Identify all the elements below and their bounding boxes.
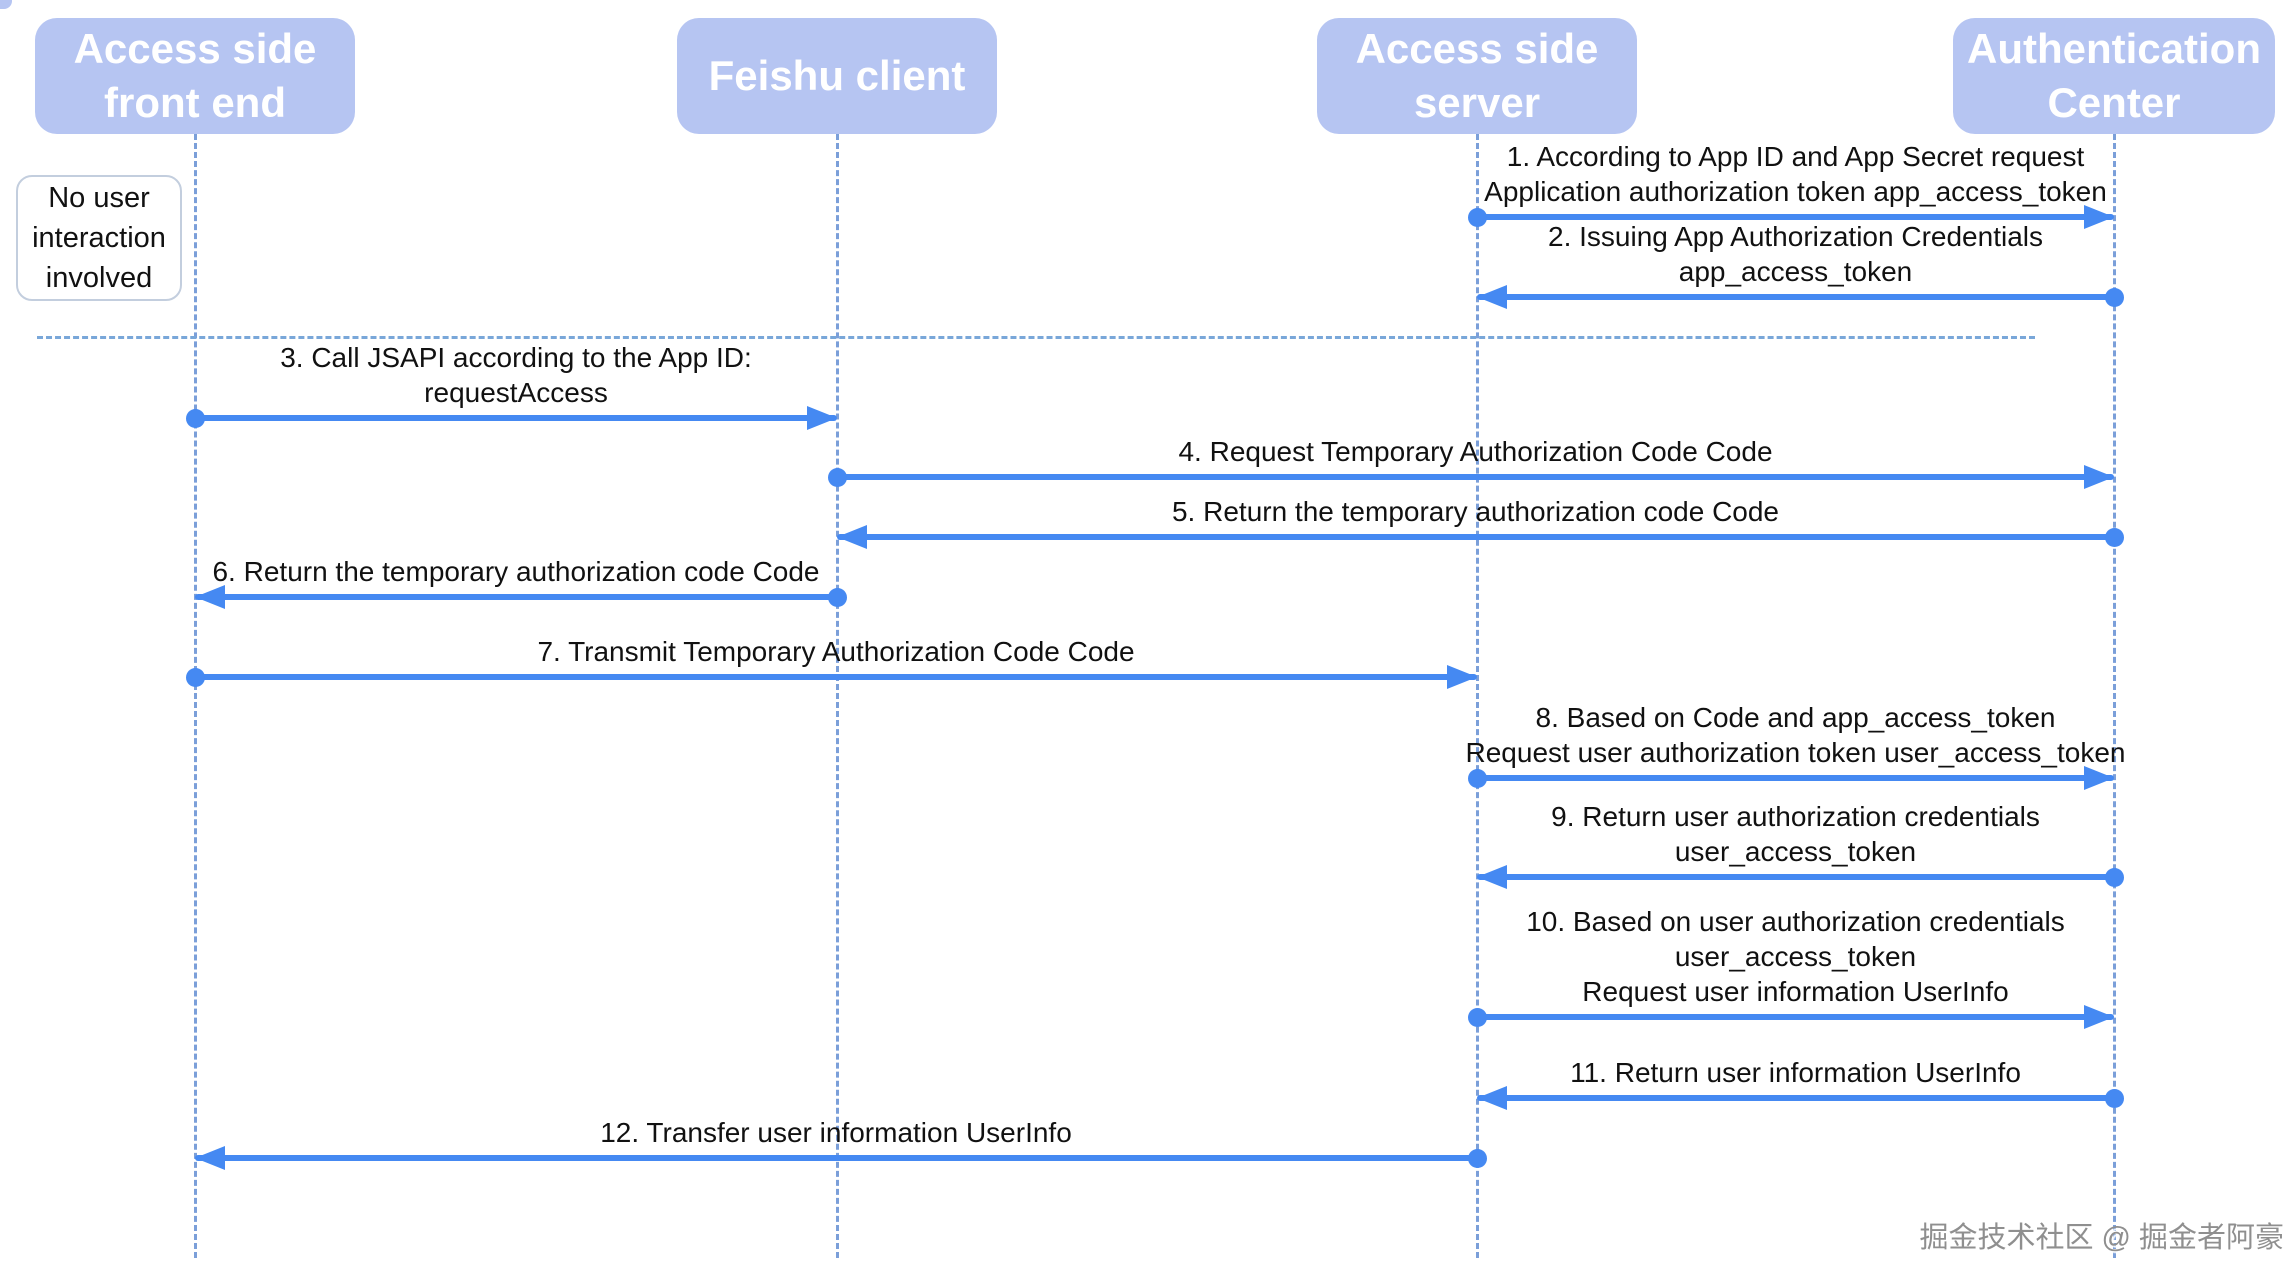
lifeline-authentication-center	[2112, 134, 2116, 1258]
phase-separator-line	[37, 336, 2035, 339]
message-start-dot	[2104, 527, 2124, 547]
message-line	[195, 594, 837, 600]
message-label: 3. Call JSAPI according to the App ID: r…	[280, 342, 752, 408]
message-label: 10. Based on user authorization credenti…	[1526, 906, 2065, 1007]
message-start-dot	[2104, 287, 2124, 307]
corner-artifact	[0, 0, 12, 9]
message-arrowhead	[2084, 766, 2114, 790]
message-start-dot	[1467, 1148, 1487, 1168]
message-line	[1477, 214, 2114, 220]
message-line	[1477, 775, 2114, 781]
lifeline-access-side-server	[1475, 134, 1479, 1258]
message-arrowhead	[2084, 1005, 2114, 1029]
message-line	[195, 674, 1477, 680]
message-start-dot	[827, 587, 847, 607]
message-start-dot	[2104, 1088, 2124, 1108]
message-line	[1477, 294, 2114, 300]
lifeline-feishu-client	[835, 134, 839, 1258]
message-label: 9. Return user authorization credentials…	[1551, 801, 2040, 867]
message-arrowhead	[807, 406, 837, 430]
participant-box-authentication-center: Authentication Center	[1953, 18, 2275, 134]
message-arrowhead	[2084, 205, 2114, 229]
message-start-dot	[185, 408, 205, 428]
message-label: 2. Issuing App Authorization Credentials…	[1548, 221, 2043, 287]
message-label: 6. Return the temporary authorization co…	[212, 556, 820, 587]
participant-label: Access side server	[1355, 25, 1599, 126]
message-line	[837, 474, 2114, 480]
participant-label: Authentication Center	[1967, 25, 2261, 126]
message-arrowhead	[195, 585, 225, 609]
lifeline-access-side-front-end	[193, 134, 197, 1258]
message-line	[195, 415, 837, 421]
participant-box-access-side-front-end: Access side front end	[35, 18, 355, 134]
message-arrowhead	[1477, 285, 1507, 309]
participant-box-access-side-server: Access side server	[1317, 18, 1637, 134]
message-line	[195, 1155, 1477, 1161]
message-label: 5. Return the temporary authorization co…	[1171, 496, 1780, 527]
message-line	[1477, 874, 2114, 880]
participant-box-feishu-client: Feishu client	[677, 18, 997, 134]
participant-label: Feishu client	[708, 52, 966, 99]
message-line	[1477, 1095, 2114, 1101]
message-start-dot	[1467, 768, 1487, 788]
message-label: 1. According to App ID and App Secret re…	[1484, 141, 2107, 207]
message-start-dot	[1467, 207, 1487, 227]
message-start-dot	[2104, 867, 2124, 887]
message-arrowhead	[1447, 665, 1477, 689]
message-arrowhead	[1477, 865, 1507, 889]
message-arrowhead	[1477, 1086, 1507, 1110]
participant-label: Access side front end	[73, 25, 317, 126]
message-arrowhead	[2084, 465, 2114, 489]
watermark-text: 掘金技术社区 @ 掘金者阿豪	[1919, 1222, 2284, 1254]
message-line	[1477, 1014, 2114, 1020]
note-no-user-interaction: No user interaction involved	[16, 175, 182, 301]
message-start-dot	[827, 467, 847, 487]
message-start-dot	[1467, 1007, 1487, 1027]
message-label: 4. Request Temporary Authorization Code …	[1178, 436, 1773, 467]
message-label: 12. Transfer user information UserInfo	[600, 1117, 1072, 1148]
message-label: 7. Transmit Temporary Authorization Code…	[537, 636, 1135, 667]
message-arrowhead	[195, 1146, 225, 1170]
message-start-dot	[185, 667, 205, 687]
message-arrowhead	[837, 525, 867, 549]
message-label: 11. Return user information UserInfo	[1570, 1057, 2021, 1088]
message-label: 8. Based on Code and app_access_token Re…	[1465, 702, 2126, 768]
message-line	[837, 534, 2114, 540]
